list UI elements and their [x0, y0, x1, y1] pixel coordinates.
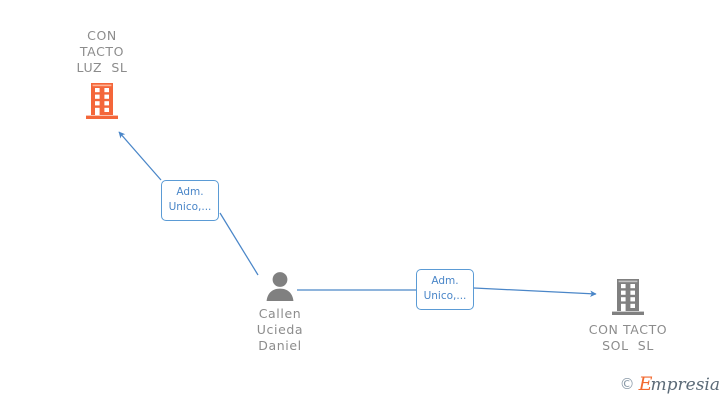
node-person-label: Callen Ucieda Daniel [256, 306, 304, 353]
brand-rest: mpresia [650, 375, 721, 395]
building-icon [86, 83, 118, 119]
edge-label-adm-unico-luz[interactable]: Adm. Unico,... [161, 180, 219, 221]
brand-initial: E [638, 373, 653, 395]
node-company-sol-icon-wrap [573, 278, 683, 316]
building-icon [612, 279, 644, 315]
edge-person-to-sol [297, 287, 597, 297]
node-company-sol-label: CON TACTO SOL SL [588, 322, 668, 353]
watermark-empresia: © Empresia [620, 375, 720, 394]
copyright-icon: © [619, 375, 635, 393]
node-company-luz-icon-wrap [47, 82, 157, 120]
node-company-luz[interactable]: CON TACTO LUZ SL [47, 28, 157, 120]
node-person-icon-wrap [225, 271, 335, 301]
brand-name-wrap: Empresia [639, 375, 720, 394]
node-company-luz-label: CON TACTO LUZ SL [76, 28, 128, 75]
person-icon [266, 272, 294, 301]
node-company-sol[interactable]: CON TACTO SOL SL [573, 278, 683, 354]
node-person-callen-ucieda-daniel[interactable]: Callen Ucieda Daniel [225, 271, 335, 354]
edge-label-adm-unico-sol[interactable]: Adm. Unico,... [416, 269, 474, 310]
edge-person-to-luz [118, 131, 259, 276]
